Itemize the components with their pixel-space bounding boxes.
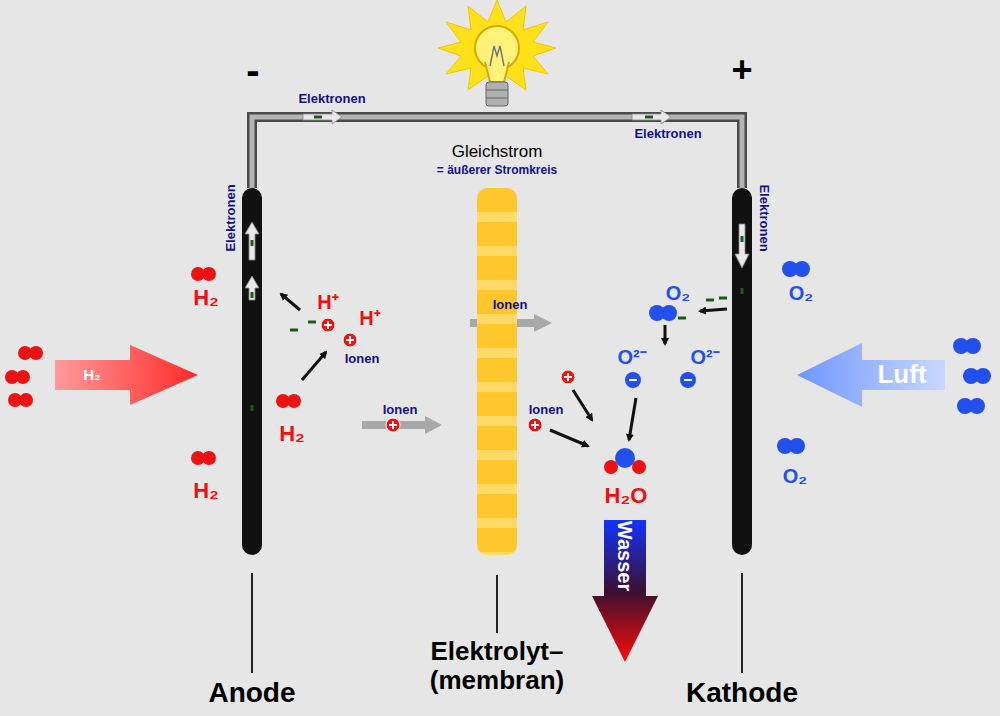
electrode: Kathode bbox=[662, 188, 822, 716]
gas-label: H₂ bbox=[193, 480, 219, 502]
flow-label: Elektronen bbox=[224, 184, 237, 251]
ion-label: H⁺ bbox=[317, 292, 338, 312]
leader-line bbox=[251, 573, 253, 673]
gas-label: H₂ bbox=[279, 423, 305, 445]
electrode: Anode bbox=[182, 188, 322, 716]
electrolyte-membrane: Elektrolyt– (membran) bbox=[397, 188, 597, 716]
electrode-bar bbox=[242, 188, 262, 555]
part-label: Kathode bbox=[662, 678, 822, 709]
circuit-label: = äußerer Stromkreis bbox=[437, 164, 557, 176]
circuit-label: Gleichstrom bbox=[452, 143, 543, 160]
ion-label: Ionen bbox=[383, 403, 418, 416]
leader-line bbox=[741, 573, 743, 673]
gas-label: O₂ bbox=[666, 283, 690, 303]
product-label: Wasser bbox=[615, 521, 635, 591]
ion-label: Ionen bbox=[529, 403, 564, 416]
gas-label: H₂ bbox=[83, 367, 101, 382]
circuit-wire bbox=[252, 117, 742, 188]
electrode-bar bbox=[732, 188, 752, 555]
leader-line bbox=[496, 575, 498, 633]
gas-label: O₂ bbox=[789, 283, 813, 303]
gas-label: H₂ bbox=[193, 287, 219, 309]
flow-label: Elektronen bbox=[298, 92, 365, 105]
ion-label: Ionen bbox=[345, 352, 380, 365]
ion-label: Ionen bbox=[493, 298, 528, 311]
gas-label: O₂ bbox=[783, 466, 807, 486]
flow-label: Elektronen bbox=[758, 184, 771, 251]
ion-label: O²⁻ bbox=[690, 347, 719, 367]
flow-label: Elektronen bbox=[634, 127, 701, 140]
ion-label: H⁺ bbox=[359, 308, 380, 328]
gas-label: Luft bbox=[877, 361, 926, 387]
product-label: H₂O bbox=[605, 485, 648, 507]
sign: + bbox=[731, 52, 752, 88]
sign: - bbox=[246, 50, 259, 90]
part-label: Anode bbox=[182, 678, 322, 709]
part-label: Elektrolyt– (membran) bbox=[407, 637, 587, 694]
ion-label: O²⁻ bbox=[617, 347, 646, 367]
membrane-bar bbox=[477, 188, 517, 555]
